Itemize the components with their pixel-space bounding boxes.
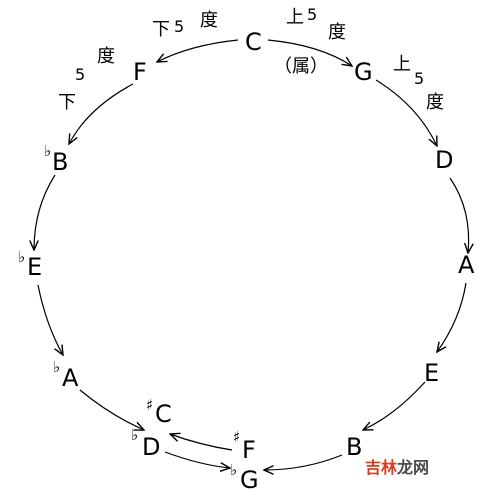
sharp-sign-f: ♯ [233,428,240,446]
label-five-f-b: 5 [75,65,85,84]
flat-sign-d: ♭ [131,426,138,444]
watermark: 吉林龙网 [365,458,429,477]
label-five-g-d: 5 [414,69,424,88]
note-a-flat: A [62,364,79,392]
flat-sign-g: ♭ [230,461,237,479]
arc-fsharp-to-csharp [170,434,233,451]
label-degree-g-d: 度 [426,92,444,113]
note-d-flat: D [142,433,160,461]
arc-bflat-to-eflat [34,174,56,250]
flat-sign-b: ♭ [44,142,51,160]
arc-aflat-to-dflat [79,389,144,430]
label-degree-c-g: 度 [328,22,346,43]
arc-c-to-f [157,39,239,62]
flat-sign-a: ♭ [53,358,60,376]
note-g-flat: G [240,466,259,494]
arc-e-to-b [363,381,426,430]
label-five-c-g: 5 [307,5,317,24]
label-down-c-f: 下 [152,19,170,40]
note-a: A [458,251,475,279]
note-d: D [435,146,453,174]
note-b: B [346,433,362,461]
note-c-sharp: C [155,400,172,428]
arc-g-to-d [375,79,437,146]
note-e-flat: E [27,253,42,281]
note-f: F [133,58,147,86]
flat-sign-e: ♭ [18,248,25,266]
label-up-c-g: 上 [286,7,304,28]
arc-d-to-a [449,177,469,253]
note-f-sharp: F [242,436,256,464]
arc-c-to-g [267,39,352,66]
note-e: E [424,359,439,387]
label-down-f-b: 下 [58,92,76,113]
sharp-sign-c: ♯ [146,396,153,414]
watermark-main: 吉林 [365,458,397,477]
arc-a-to-e [437,282,467,352]
label-dominant: （属） [274,56,328,77]
note-b-flat: B [52,148,68,176]
note-c: C [245,28,262,56]
label-degree-c-f: 度 [200,10,218,31]
arc-dflat-to-gflat [164,451,230,468]
arc-eflat-to-aflat [37,284,63,355]
arc-b-to-gflat [264,454,343,470]
label-degree-f-b: 度 [97,46,115,67]
arc-f-to-bflat [69,83,134,144]
watermark-tail: 龙网 [396,458,429,477]
note-g: G [354,58,373,86]
label-five-c-f: 5 [174,17,184,36]
label-up-g-d: 上 [393,54,411,75]
